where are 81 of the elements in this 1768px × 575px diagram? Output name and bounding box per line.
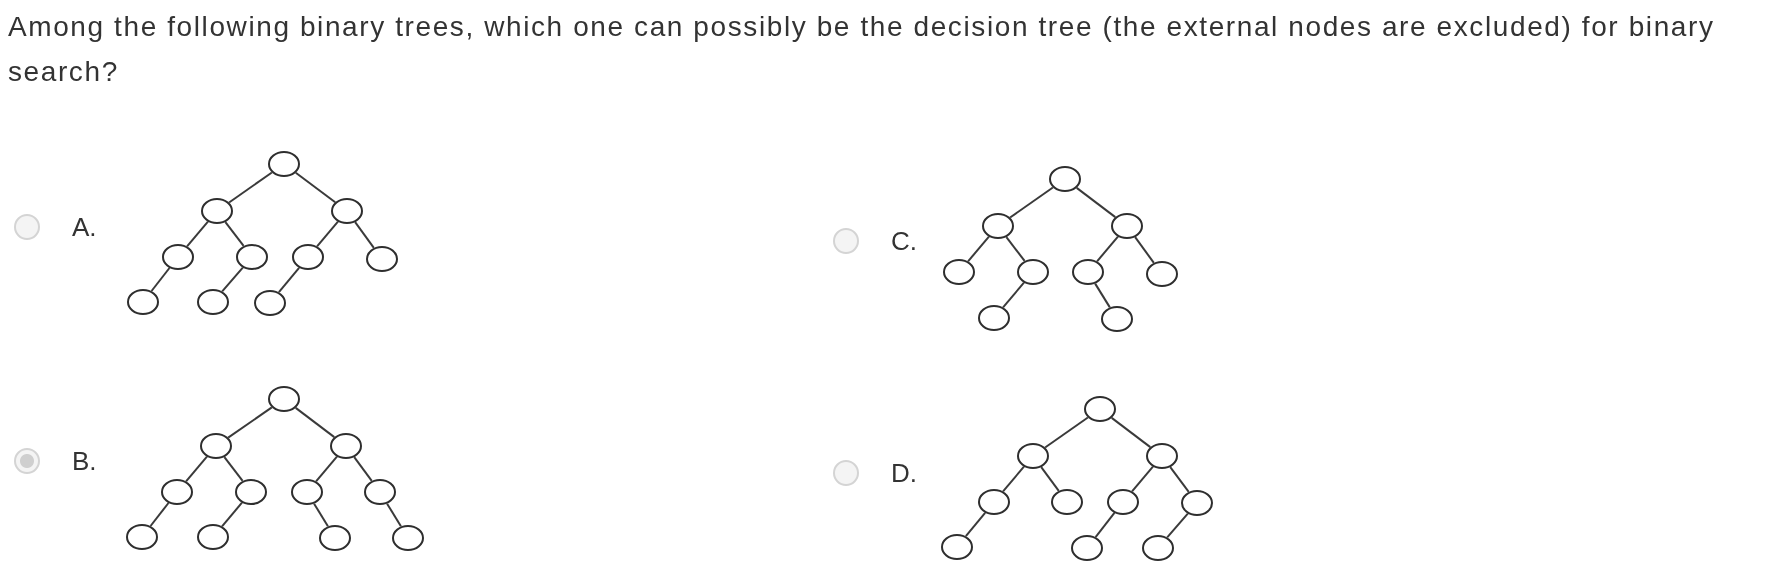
option-letter: C. — [891, 225, 917, 257]
tree-edge — [150, 267, 171, 292]
option-letter: D. — [891, 457, 917, 489]
question-text: Among the following binary trees, which one can possibly be the decision tree (the external nodes are excluded) for binary search? — [8, 10, 1716, 89]
tree-edge — [1134, 236, 1155, 264]
tree-node — [331, 198, 363, 224]
tree-node — [1051, 489, 1083, 515]
tree-node — [236, 244, 268, 270]
tree-node — [392, 525, 424, 551]
tree-node — [1017, 259, 1049, 285]
tree-edge — [1044, 416, 1089, 449]
tree-edge — [186, 220, 209, 248]
tree-edge — [294, 171, 337, 204]
tree-node — [982, 213, 1014, 239]
tree-node — [1146, 261, 1178, 287]
tree-edge — [1002, 281, 1025, 309]
tree-node — [319, 525, 351, 551]
tree-edge — [315, 455, 338, 483]
tree-edge — [313, 502, 329, 528]
tree-edge — [1075, 186, 1117, 219]
tree-node — [330, 433, 362, 459]
tree-node — [127, 289, 159, 315]
tree-node — [291, 479, 323, 505]
tree-edge — [353, 456, 373, 482]
tree-edge — [1131, 465, 1154, 493]
tree-edge — [967, 235, 990, 263]
tree-edge — [1094, 511, 1116, 539]
tree-edge — [1110, 416, 1152, 449]
tree-node — [1101, 306, 1133, 332]
tree-node — [1146, 443, 1178, 469]
tree-edge — [354, 221, 375, 249]
tree-node — [1142, 535, 1174, 561]
tree-edge — [149, 502, 170, 527]
tree-edge — [294, 406, 336, 439]
tree-node — [366, 246, 398, 272]
tree-edge — [223, 456, 244, 482]
tree-edge — [1009, 186, 1054, 219]
tree-edge — [1040, 466, 1060, 492]
tree-edge — [1094, 282, 1111, 309]
tree-edge — [185, 455, 208, 483]
tree-node — [364, 479, 396, 505]
tree-node — [941, 534, 973, 560]
tree-edge — [1096, 235, 1119, 263]
tree-node — [978, 305, 1010, 331]
tree-edge — [1002, 465, 1025, 493]
tree-node — [197, 524, 229, 550]
tree-node — [1181, 490, 1213, 516]
tree-node — [254, 290, 286, 316]
tree-node — [1107, 489, 1139, 515]
tree-node — [162, 244, 194, 270]
tree-node — [235, 479, 267, 505]
tree-node — [268, 386, 300, 412]
tree-node — [200, 433, 232, 459]
tree-edge — [386, 502, 402, 528]
tree-node — [978, 489, 1010, 515]
tree-edge — [1166, 512, 1189, 539]
tree-edge — [964, 511, 987, 538]
tree-edge — [1169, 466, 1190, 493]
tree-edge — [224, 221, 245, 247]
tree-node — [126, 524, 158, 550]
tree-node — [1049, 166, 1081, 192]
tree-node — [161, 479, 193, 505]
tree-node — [292, 244, 324, 270]
tree-node — [1017, 443, 1049, 469]
tree-edge — [277, 266, 301, 294]
tree-node — [1111, 213, 1143, 239]
option-letter: B. — [72, 445, 97, 477]
option-letter: A. — [72, 211, 97, 243]
tree-node — [1071, 535, 1103, 561]
tree-node — [1084, 396, 1116, 422]
tree-node — [201, 198, 233, 224]
tree-edge — [316, 220, 339, 248]
tree-edge — [221, 501, 243, 528]
tree-node — [1072, 259, 1104, 285]
tree-edge — [228, 171, 273, 204]
tree-node — [197, 289, 229, 315]
tree-edge — [221, 266, 244, 293]
tree-edge — [1005, 236, 1026, 262]
tree-node — [268, 151, 300, 177]
tree-node — [943, 259, 975, 285]
tree-edge — [227, 406, 273, 439]
